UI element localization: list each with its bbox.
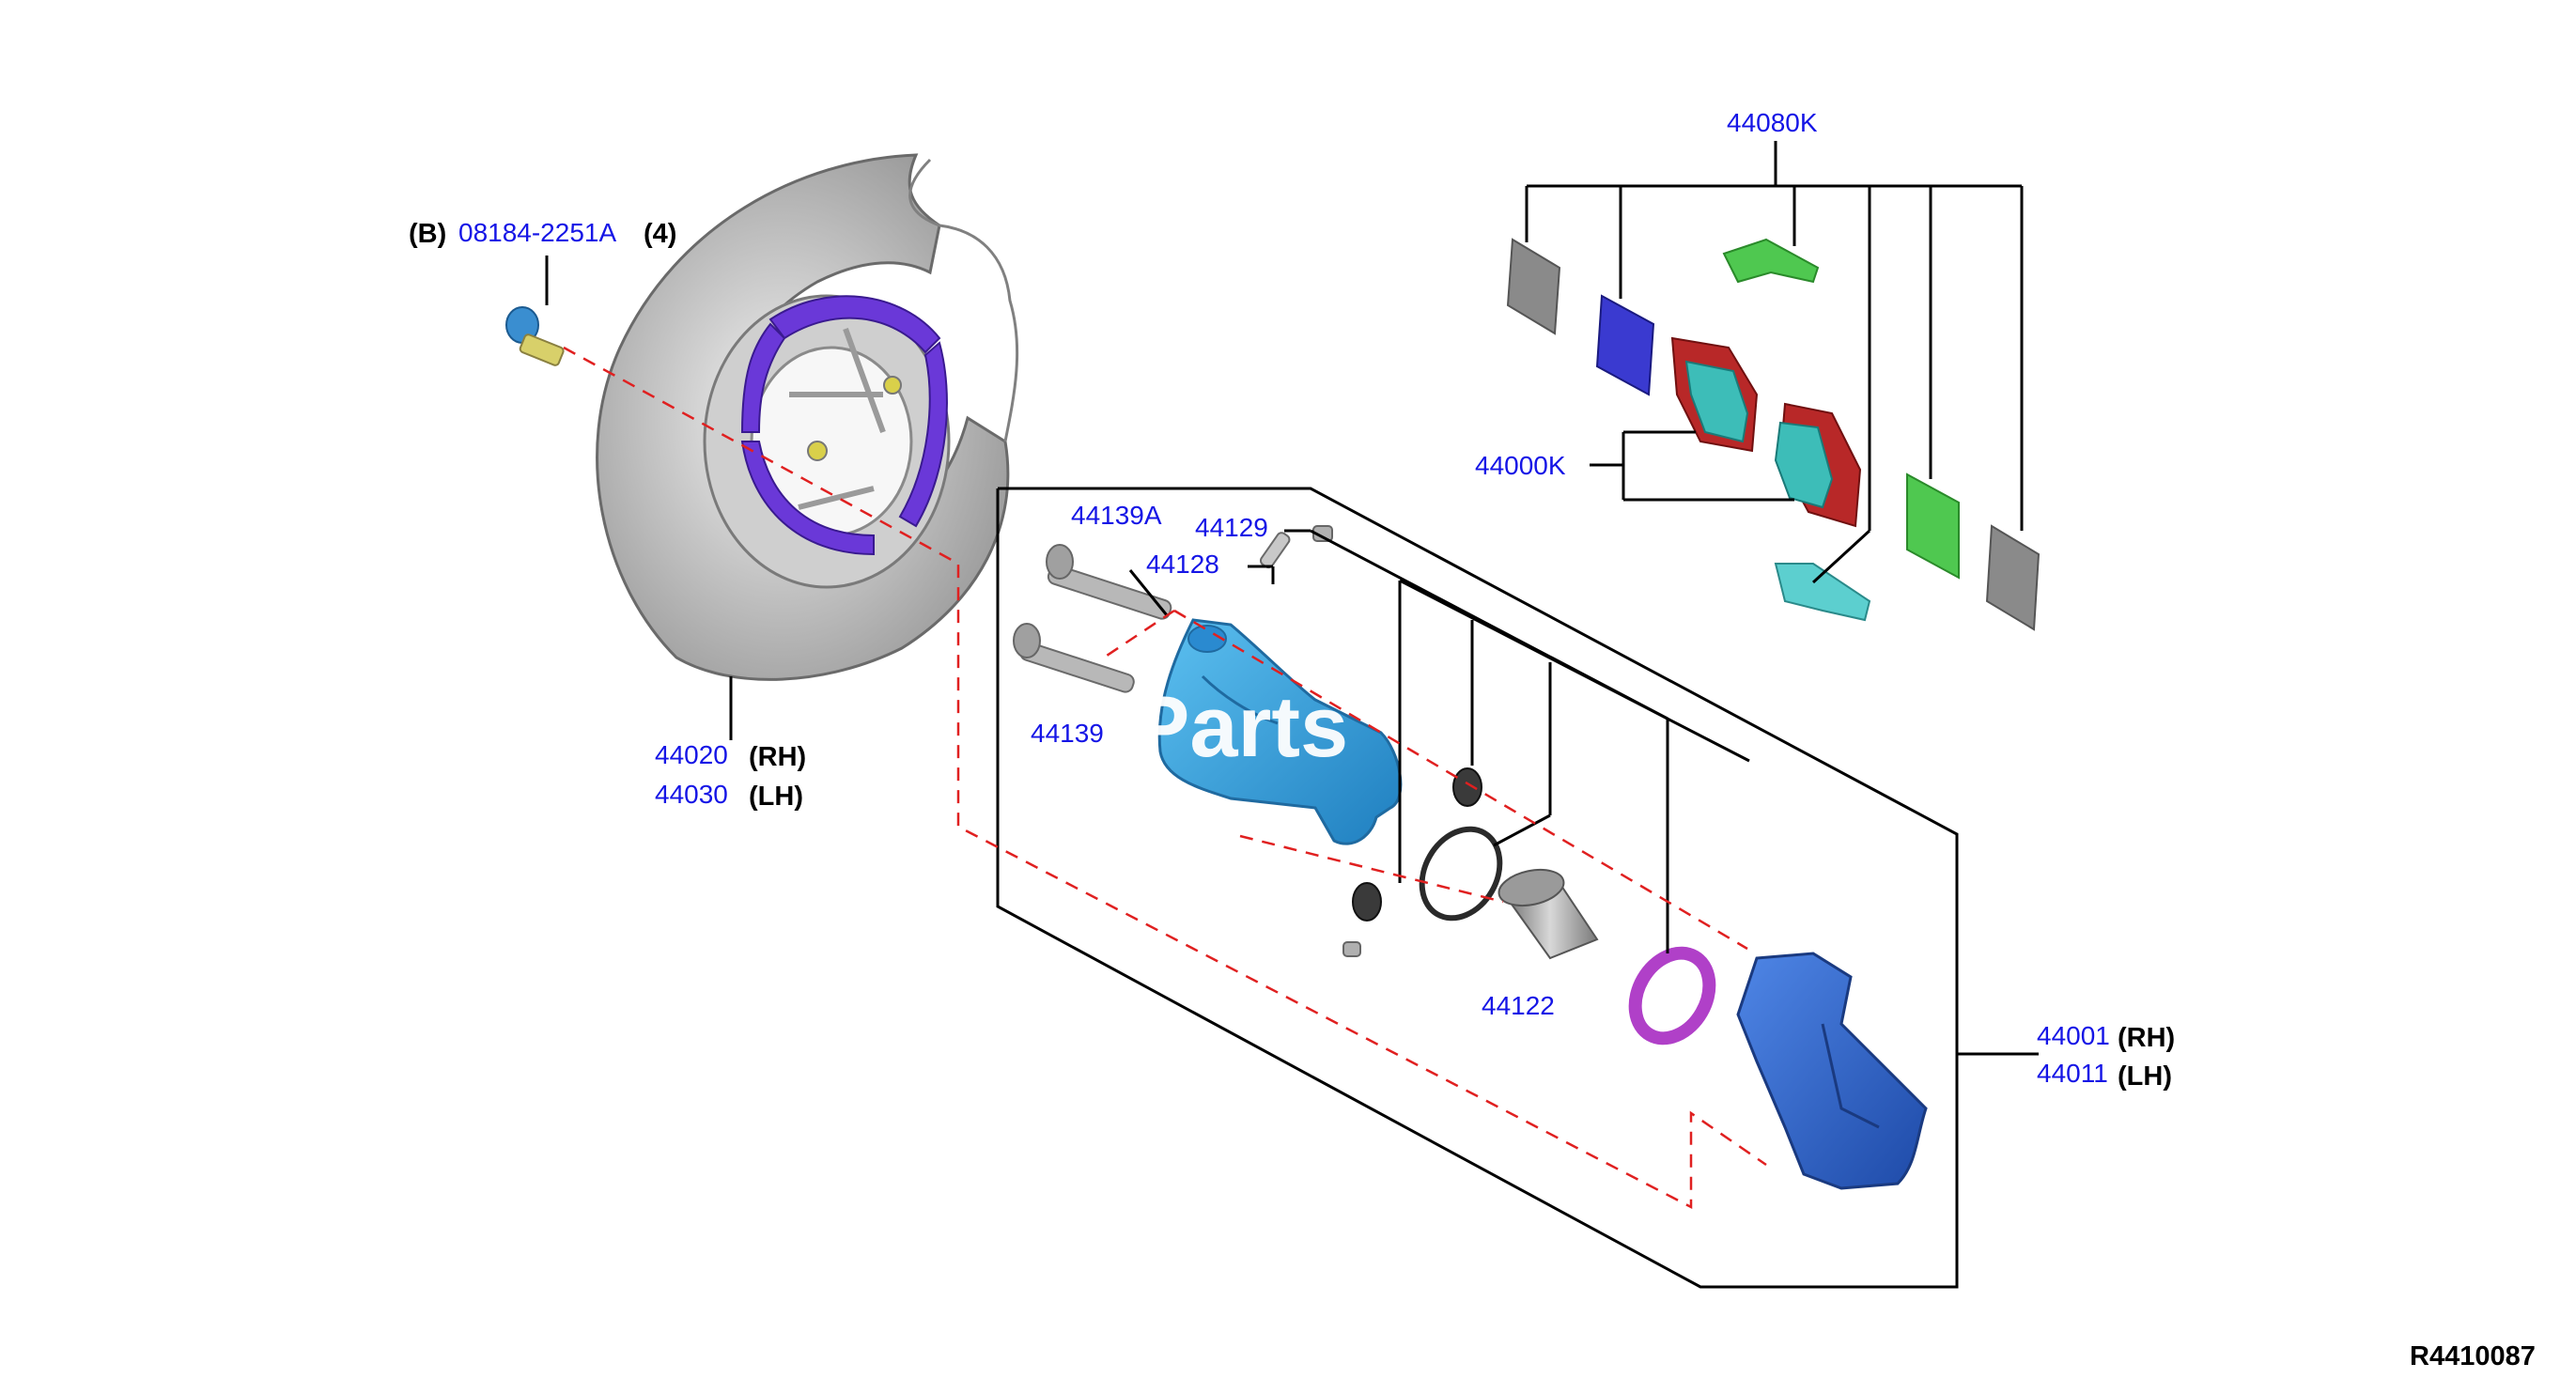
clip-green-top: [1722, 238, 1820, 284]
pad-inner: [1670, 336, 1759, 453]
leader-lines: [545, 141, 2039, 1289]
piston: [1497, 868, 1599, 960]
piston-seal: [1419, 826, 1503, 922]
label-plate: 44020 (RH) 44030 (LH): [655, 740, 806, 812]
label-caliper: 44001 (RH) 44011 (LH): [2037, 1021, 2175, 1092]
caliper-bracket: [1736, 952, 1928, 1190]
part-number-bleeder-cap[interactable]: 44129: [1195, 513, 1268, 542]
pad-outer: [1774, 402, 1862, 528]
svg-text:(RH): (RH): [2118, 1023, 2175, 1053]
svg-text:(RH): (RH): [749, 742, 806, 772]
piston-boot: [1628, 946, 1716, 1046]
shoe-lining-upper: [768, 295, 941, 354]
diagram-reference: R4410087: [2410, 1341, 2536, 1371]
svg-text:(B): (B): [409, 219, 446, 249]
part-number-pad-set[interactable]: 44000K: [1475, 451, 1566, 480]
caliper-body: [1157, 618, 1403, 845]
svg-text:(LH): (LH): [749, 782, 803, 812]
bolt: [505, 306, 565, 366]
guide-pin-b: [1013, 623, 1135, 693]
part-number-pad-kit[interactable]: 44080K: [1727, 108, 1818, 137]
svg-text:(LH): (LH): [2118, 1061, 2172, 1092]
guide-pin-a: [1046, 544, 1172, 620]
part-number-piston[interactable]: 44122: [1482, 991, 1555, 1020]
part-number-caliper-lh[interactable]: 44011: [2037, 1059, 2108, 1088]
part-number-caliper-rh[interactable]: 44001: [2037, 1021, 2110, 1050]
label-bolt: (B) 08184-2251A (4): [409, 218, 676, 249]
bleeder-screw: [1259, 525, 1333, 569]
clip-teal: [1774, 563, 1871, 622]
part-number-bleeder-screw[interactable]: 44128: [1146, 550, 1219, 579]
part-number-guide-pin-b[interactable]: 44139: [1031, 719, 1104, 748]
shim-blue: [1595, 294, 1655, 396]
part-number-plate-rh[interactable]: 44020: [655, 740, 728, 769]
assembly-guides: [563, 346, 1767, 1210]
shim-grey-left: [1506, 238, 1561, 335]
backing-plate: [596, 153, 1019, 681]
shim-green: [1906, 472, 1960, 580]
watermark: Parts: [1132, 679, 1348, 775]
svg-text:(4): (4): [644, 219, 676, 249]
dust-boot-upper: [1452, 767, 1482, 807]
dust-boot-lower: [1342, 882, 1382, 957]
part-number-bolt[interactable]: 08184-2251A: [458, 218, 616, 247]
part-number-guide-pin-a[interactable]: 44139A: [1071, 501, 1162, 530]
part-number-plate-lh[interactable]: 44030: [655, 780, 728, 809]
shim-grey-right: [1985, 524, 2041, 631]
